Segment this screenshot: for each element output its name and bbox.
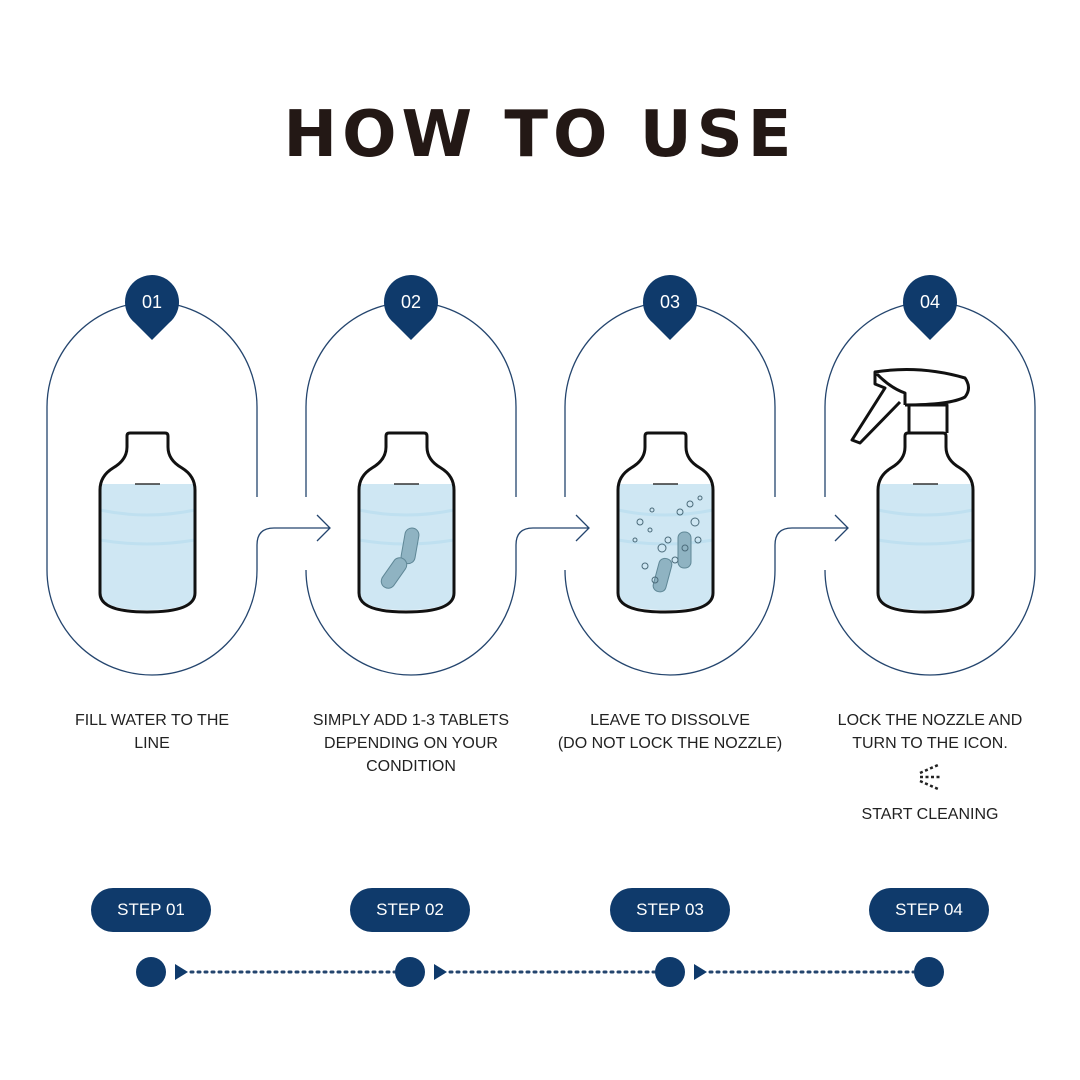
caption-line: LOCK THE NOZZLE AND <box>837 712 1023 729</box>
step-2-panel <box>305 275 590 676</box>
start-cleaning-label: START CLEANING <box>861 806 999 823</box>
arrow-connector <box>515 514 590 570</box>
caption-line: DEPENDING ON YOUR <box>324 735 498 752</box>
bottle-bubbles-icon <box>616 431 715 614</box>
caption-line: TURN TO THE ICON. <box>852 735 1008 752</box>
step-caption: LOCK THE NOZZLE AND TURN TO THE ICON. STAR… <box>805 709 1055 826</box>
caption-line: SIMPLY ADD 1-3 TABLETS <box>312 712 510 729</box>
step-number-badge <box>903 275 958 340</box>
bubble-icon <box>676 508 684 516</box>
step-number: 01 <box>141 292 163 312</box>
caption-line: (DO NOT LOCK THE NOZZLE) <box>557 735 783 752</box>
step-3-panel <box>564 275 849 676</box>
step-number-badge <box>384 275 438 340</box>
step-outline <box>824 301 1036 676</box>
step-1-panel <box>46 275 331 676</box>
step-caption: LEAVE TO DISSOLVE (DO NOT LOCK THE NOZZLE… <box>545 709 795 755</box>
bubble-icon <box>651 576 659 584</box>
bottle-water-icon <box>98 431 197 614</box>
bubble-icon <box>694 536 702 544</box>
timeline-node <box>655 957 685 987</box>
step-number: 02 <box>400 292 422 312</box>
tablet-icon <box>652 557 673 593</box>
timeline-arrow-icon <box>434 964 447 980</box>
arrow-connector <box>774 514 849 570</box>
spray-mode-icon <box>919 763 940 791</box>
page-title: HOW TO USE <box>283 98 797 172</box>
spray-bottle-icon <box>850 368 975 614</box>
step-number-badge <box>124 275 180 340</box>
timeline-node <box>914 957 944 987</box>
bubble-icon <box>681 544 689 552</box>
bubble-icon <box>664 536 672 544</box>
bubble-icon <box>686 500 694 508</box>
caption-line: LEAVE TO DISSOLVE <box>590 712 750 729</box>
bubble-icon <box>690 517 700 527</box>
timeline-node <box>136 957 166 987</box>
step-number: 04 <box>919 292 941 312</box>
step-2-button[interactable]: STEP 02 <box>350 888 470 932</box>
arrow-connector <box>256 514 331 570</box>
step-3-button[interactable]: STEP 03 <box>610 888 730 932</box>
step-number-badge <box>643 275 697 340</box>
bubble-icon <box>697 495 703 501</box>
step-4-button[interactable]: STEP 04 <box>869 888 989 932</box>
timeline-arrow-icon <box>694 964 707 980</box>
step-number: 03 <box>659 292 681 312</box>
step-caption: FILL WATER TO THE LINE <box>27 709 277 755</box>
caption-line: CONDITION <box>366 758 456 775</box>
bubble-icon <box>649 507 655 513</box>
bubble-icon <box>641 562 649 570</box>
step-1-button[interactable]: STEP 01 <box>91 888 211 932</box>
step-caption: SIMPLY ADD 1-3 TABLETS DEPENDING ON YOUR C… <box>286 709 536 778</box>
bubble-icon <box>632 537 638 543</box>
caption-line: LINE <box>134 735 170 752</box>
timeline-node <box>395 957 425 987</box>
step-4-panel <box>824 275 1036 676</box>
bubble-icon <box>636 518 644 526</box>
bubble-icon <box>647 527 653 533</box>
bottle-tablets-icon <box>357 431 456 614</box>
caption-line: FILL WATER TO THE <box>74 712 230 729</box>
bubble-icon <box>657 543 667 553</box>
tablet-icon <box>380 557 408 589</box>
tablet-icon <box>677 531 692 569</box>
spray-trigger-icon <box>850 368 970 445</box>
timeline-arrow-icon <box>175 964 188 980</box>
bubble-icon <box>671 556 679 564</box>
